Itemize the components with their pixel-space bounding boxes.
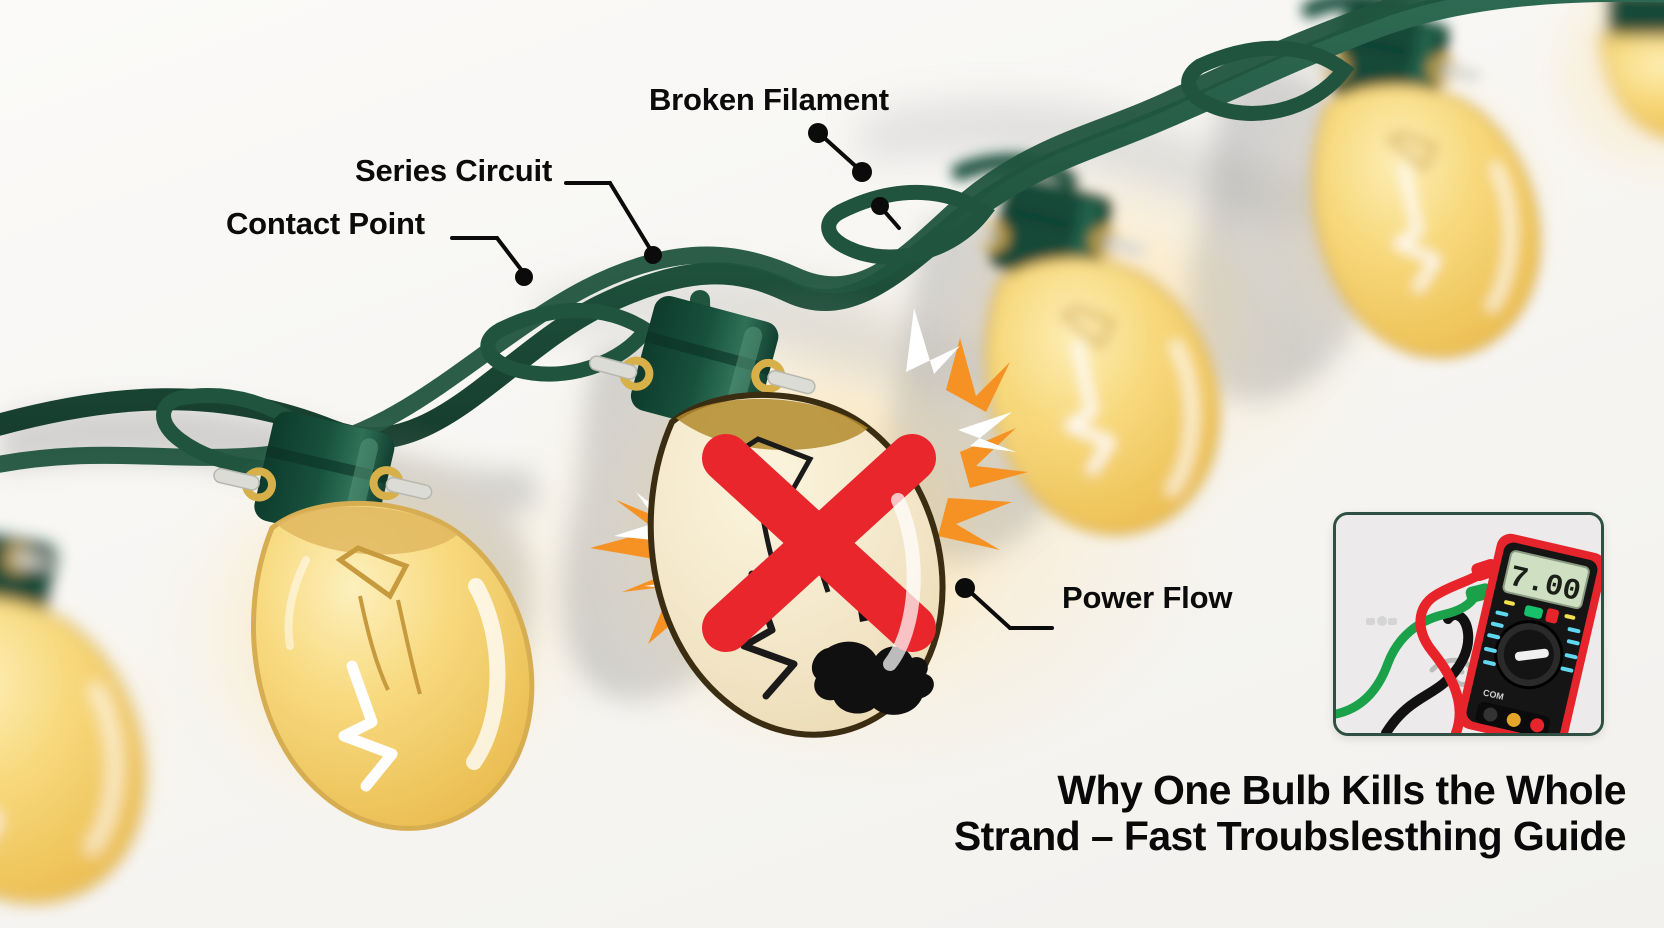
red-probe-lead — [1415, 568, 1487, 733]
multimeter-screen — [1502, 550, 1590, 610]
bulb-5 — [1230, 0, 1600, 395]
bulb-1 — [0, 534, 210, 925]
headline-line-1: Why One Bulb Kills the Whole — [1057, 767, 1626, 813]
callout-label-power-flow: Power Flow — [1062, 580, 1233, 615]
multimeter-illustration: 7.00 — [1336, 515, 1601, 733]
dial-pointer — [1514, 648, 1549, 661]
callout-label-series-circuit: Series Circuit — [355, 153, 553, 188]
multimeter-body: 7.00 — [1457, 533, 1601, 733]
callout-label-contact-point: Contact Point — [226, 206, 425, 241]
red-x-marker — [702, 434, 936, 652]
callout-label-broken-filament: Broken Filament — [649, 82, 889, 117]
multimeter-panel-label: COM — [1482, 687, 1505, 701]
background-glyph — [1366, 616, 1397, 626]
hold-button — [1524, 605, 1543, 619]
callout-dots — [515, 123, 975, 598]
multimeter-inset-card: 7.00 — [1333, 512, 1604, 736]
headline-line-2: Strand – Fast Troubslesthing Guide — [953, 812, 1627, 859]
green-probe-lead — [1336, 590, 1481, 719]
power-button — [1545, 608, 1559, 624]
black-probe-lead — [1381, 610, 1474, 733]
headline: Why One Bulb Kills the Whole Strand – Fa… — [806, 767, 1627, 860]
